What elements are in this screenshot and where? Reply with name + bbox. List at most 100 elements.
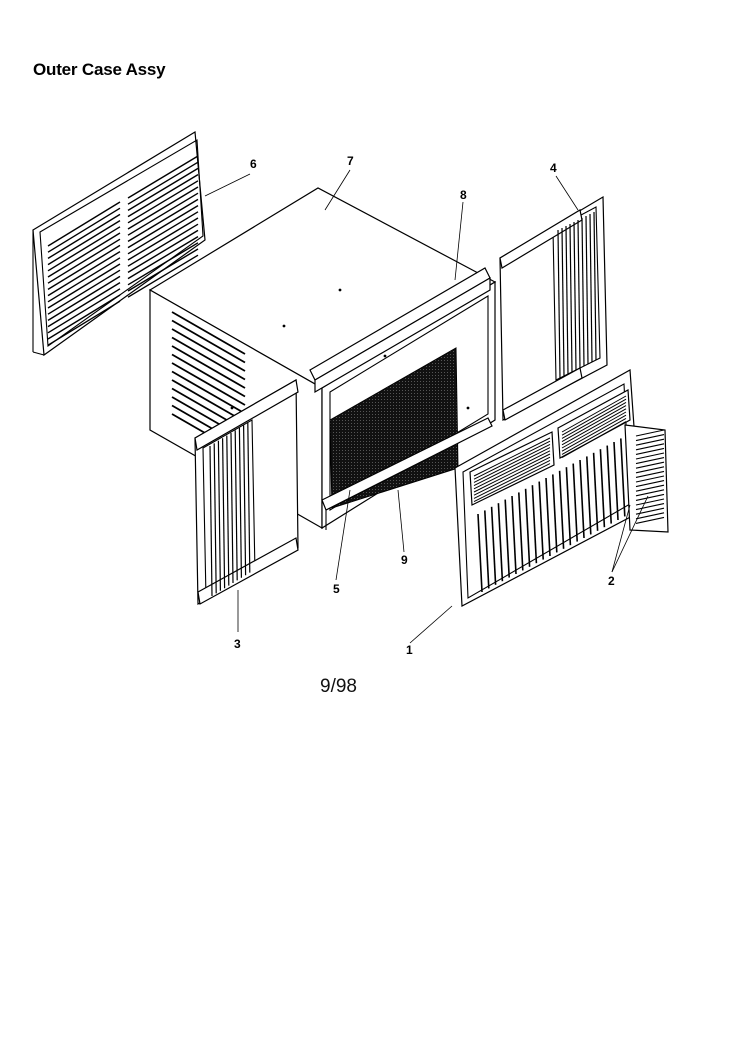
louver-slat bbox=[226, 435, 230, 586]
screw-hole bbox=[338, 288, 342, 292]
louver-slat bbox=[171, 362, 246, 406]
louver-slat bbox=[490, 506, 497, 585]
louver-slat bbox=[47, 263, 121, 309]
louver-slat bbox=[473, 459, 551, 499]
louver-slat bbox=[635, 447, 665, 455]
leader-lines bbox=[204, 169, 649, 644]
louver-slat bbox=[561, 421, 627, 459]
louver-slat bbox=[635, 484, 665, 492]
callout-3: 3 bbox=[234, 637, 241, 651]
callout-1: 1 bbox=[406, 643, 413, 657]
louver-slat bbox=[635, 438, 665, 446]
louver-slat bbox=[217, 440, 221, 591]
louver-slat bbox=[47, 238, 121, 284]
louver-slat bbox=[552, 474, 558, 553]
louver-slat bbox=[47, 213, 121, 259]
louver-slat bbox=[635, 452, 665, 460]
louver-slat bbox=[47, 220, 121, 266]
louver-slat bbox=[635, 470, 665, 478]
louver-slat bbox=[565, 225, 569, 375]
louver-slat bbox=[473, 443, 551, 483]
louver-slat bbox=[573, 221, 577, 371]
louver-slat bbox=[127, 186, 199, 230]
louver-slat bbox=[635, 512, 665, 520]
louver-slat bbox=[538, 481, 544, 560]
louver-slat bbox=[635, 507, 665, 515]
louver-slat bbox=[635, 461, 665, 469]
louver-slat bbox=[230, 432, 234, 584]
louver-slat bbox=[213, 443, 217, 594]
louver-slat bbox=[171, 345, 246, 389]
louver-slat bbox=[47, 275, 121, 321]
louver-slat bbox=[561, 411, 627, 449]
callout-2: 2 bbox=[608, 574, 615, 588]
louver-slat bbox=[127, 198, 199, 243]
louver-slat bbox=[47, 232, 121, 278]
louver-slat bbox=[127, 173, 199, 218]
louver-slat bbox=[477, 513, 483, 593]
louver-slat bbox=[47, 288, 121, 334]
louver-slat bbox=[209, 445, 213, 597]
louver-slat bbox=[484, 510, 490, 589]
louver-slat bbox=[243, 425, 247, 576]
louver-slat bbox=[171, 353, 246, 398]
louver-slat bbox=[635, 466, 665, 474]
callout-labels: 6 7 8 4 5 9 3 1 2 bbox=[234, 154, 615, 657]
louver-slat bbox=[47, 244, 121, 290]
louver-slat bbox=[473, 456, 551, 496]
screw-hole bbox=[230, 406, 234, 410]
louver-slat bbox=[473, 437, 551, 477]
louver-slat bbox=[561, 398, 627, 436]
louver-slat bbox=[593, 211, 597, 361]
louver-slat bbox=[171, 311, 246, 355]
date-code: 9/98 bbox=[320, 676, 357, 697]
louver-slat bbox=[620, 438, 626, 517]
louver-slat bbox=[558, 470, 565, 549]
louver-slat bbox=[497, 503, 504, 582]
louver-slat bbox=[561, 227, 565, 377]
louver-slat bbox=[234, 430, 238, 581]
louver-slat bbox=[589, 213, 593, 363]
louver-slat bbox=[127, 248, 199, 292]
louver-slat bbox=[579, 459, 585, 539]
callout-7: 7 bbox=[347, 154, 354, 168]
louver-slat bbox=[635, 429, 665, 437]
louver-slat bbox=[572, 463, 578, 542]
louver-slat bbox=[171, 370, 246, 415]
louver-slat bbox=[47, 226, 121, 272]
louver-slat bbox=[47, 269, 121, 315]
louver-slat bbox=[635, 434, 665, 442]
louver-slat bbox=[473, 447, 551, 487]
louver-slat bbox=[473, 453, 551, 493]
louver-slat bbox=[127, 155, 199, 199]
side-curtain-right bbox=[499, 195, 608, 421]
louver-slat bbox=[127, 204, 199, 249]
louver-slat bbox=[127, 217, 199, 261]
louver-slat bbox=[635, 516, 665, 524]
louver-slat bbox=[127, 167, 199, 212]
louver-slat bbox=[127, 211, 199, 255]
louver-slat bbox=[127, 192, 199, 236]
louver-slat bbox=[561, 414, 627, 452]
louver-slat bbox=[585, 215, 589, 365]
louver-slat bbox=[561, 401, 627, 439]
louver-slat bbox=[47, 207, 121, 253]
louver-slat bbox=[635, 480, 665, 488]
louver-slat bbox=[635, 493, 665, 501]
louver-slat bbox=[613, 441, 619, 521]
louver-slat bbox=[127, 235, 199, 280]
louver-slat bbox=[518, 492, 524, 571]
louver-slat bbox=[504, 499, 510, 578]
louver-slat bbox=[577, 219, 581, 369]
louver-slat bbox=[247, 422, 251, 573]
louver-slat bbox=[473, 463, 551, 503]
louver-slat bbox=[127, 180, 199, 224]
callout-9: 9 bbox=[401, 553, 408, 567]
louver-slat bbox=[635, 489, 665, 497]
front-panel-grille bbox=[454, 369, 641, 607]
louver-slat bbox=[561, 417, 627, 455]
louver-slat bbox=[524, 488, 531, 567]
louver-slat bbox=[127, 161, 199, 205]
louver-slat bbox=[581, 217, 585, 367]
